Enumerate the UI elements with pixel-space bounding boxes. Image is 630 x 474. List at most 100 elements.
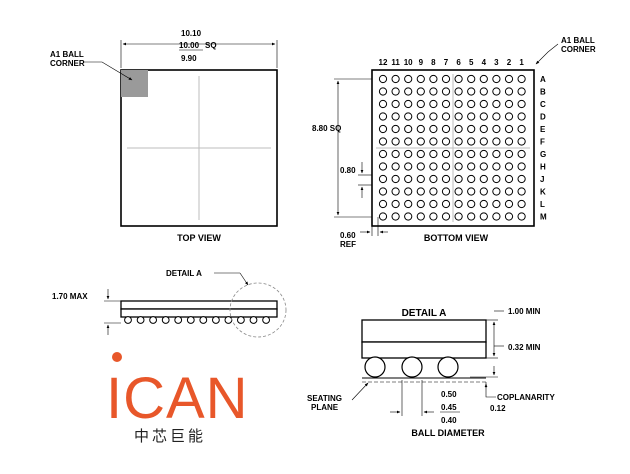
ball-J8 <box>429 174 438 184</box>
ball-K1 <box>517 187 526 196</box>
column-label: 2 <box>507 58 512 67</box>
ball-D3 <box>492 112 501 121</box>
ball-D12 <box>378 112 388 121</box>
ball-L12 <box>378 199 388 209</box>
ball-C3 <box>492 99 501 109</box>
ball-L2 <box>504 199 514 209</box>
ball-B9 <box>416 87 425 96</box>
ball-G1 <box>517 149 526 159</box>
ball-G7 <box>441 149 451 159</box>
side-ball <box>262 316 271 324</box>
ball-A3 <box>492 74 501 84</box>
ball-B5 <box>467 87 476 96</box>
seating-plane-line1: SEATING <box>307 394 342 403</box>
row-label: L <box>540 200 545 209</box>
ball-dia-top: 0.50 <box>441 390 457 399</box>
top-view-package-outline <box>120 69 278 227</box>
ball-J5 <box>467 174 476 184</box>
ball-A1 <box>517 74 526 84</box>
row-label: F <box>540 138 545 147</box>
ball-M8 <box>429 212 438 221</box>
top-a1-label-line2: CORNER <box>50 59 85 68</box>
ball-H8 <box>429 162 438 171</box>
ball-H5 <box>467 162 476 171</box>
ball-F11 <box>391 137 400 146</box>
bottom-pitch-value: 0.80 <box>340 166 356 175</box>
ball-M11 <box>391 212 400 221</box>
ball-A9 <box>416 74 425 84</box>
seating-plane-line2: PLANE <box>311 403 339 412</box>
ball-G4 <box>479 149 488 159</box>
ball-G3 <box>492 149 501 159</box>
ball-A12 <box>378 74 388 84</box>
ball-M5 <box>467 212 476 221</box>
ball-L5 <box>467 199 476 209</box>
row-label: E <box>540 125 546 134</box>
ball-M4 <box>479 212 488 221</box>
ball-H9 <box>416 162 425 171</box>
ball-J4 <box>479 174 488 184</box>
row-label: H <box>540 163 546 172</box>
ball-K9 <box>416 187 425 196</box>
side-ball <box>136 316 145 324</box>
ball-J1 <box>517 174 526 184</box>
ball-E11 <box>391 124 400 134</box>
ball-D5 <box>467 112 476 121</box>
top-view: 10.10 10.00 SQ 9.90 A1 BALL CORNER TOP V… <box>50 29 278 243</box>
row-label: G <box>540 150 546 159</box>
row-label: M <box>540 213 547 222</box>
dim-top-value: 10.10 <box>181 29 202 38</box>
column-label: 7 <box>444 58 449 67</box>
ball-D2 <box>504 112 514 121</box>
ball-C5 <box>467 99 476 109</box>
ball-J7 <box>441 174 451 184</box>
ball-A10 <box>404 74 413 84</box>
ball-L11 <box>391 199 400 209</box>
side-view-mold-body <box>120 308 278 318</box>
ball-C2 <box>504 99 514 109</box>
side-ball <box>149 316 158 324</box>
ball-M9 <box>416 212 425 221</box>
ball-K10 <box>404 187 413 196</box>
ball-C9 <box>416 99 425 109</box>
ball-B8 <box>429 87 438 96</box>
ball-C11 <box>391 99 400 109</box>
ball-K4 <box>479 187 488 196</box>
bottom-a1-label-line2: CORNER <box>561 45 596 54</box>
ball-B3 <box>492 87 501 96</box>
ball-A6 <box>454 74 463 84</box>
ball-C1 <box>517 99 526 109</box>
side-ball <box>249 316 258 324</box>
ican-logo: ICAN 中芯巨能 <box>106 352 248 445</box>
detail-a-callout-circle <box>229 282 287 338</box>
ball-G8 <box>429 149 438 159</box>
ball-J9 <box>416 174 425 184</box>
side-ball <box>224 316 233 324</box>
ball-C4 <box>479 99 488 109</box>
bottom-view-package-outline <box>371 69 535 227</box>
logo-subtitle: 中芯巨能 <box>134 427 206 445</box>
ball-K8 <box>429 187 438 196</box>
ball-M10 <box>404 212 413 221</box>
ball-F9 <box>416 137 425 146</box>
ball-F7 <box>441 137 451 146</box>
side-max-height: 1.70 MAX <box>52 292 88 301</box>
detail-min-height: 1.00 MIN <box>508 307 541 316</box>
ball-L8 <box>429 199 438 209</box>
ball-E12 <box>378 124 388 134</box>
column-label: 3 <box>494 58 499 67</box>
ball-L1 <box>517 199 526 209</box>
ball-H11 <box>391 162 400 171</box>
side-view-balls <box>124 316 271 324</box>
ball-B4 <box>479 87 488 96</box>
ball-D1 <box>517 112 526 121</box>
ball-H7 <box>441 162 451 171</box>
side-ball <box>124 316 132 324</box>
ball-B1 <box>517 87 526 96</box>
ball-M1 <box>517 212 526 221</box>
top-a1-label-line1: A1 BALL <box>50 50 84 59</box>
ball-B7 <box>441 87 451 96</box>
ball-D7 <box>441 112 451 121</box>
ball-E3 <box>492 124 501 134</box>
ball-C7 <box>441 99 451 109</box>
